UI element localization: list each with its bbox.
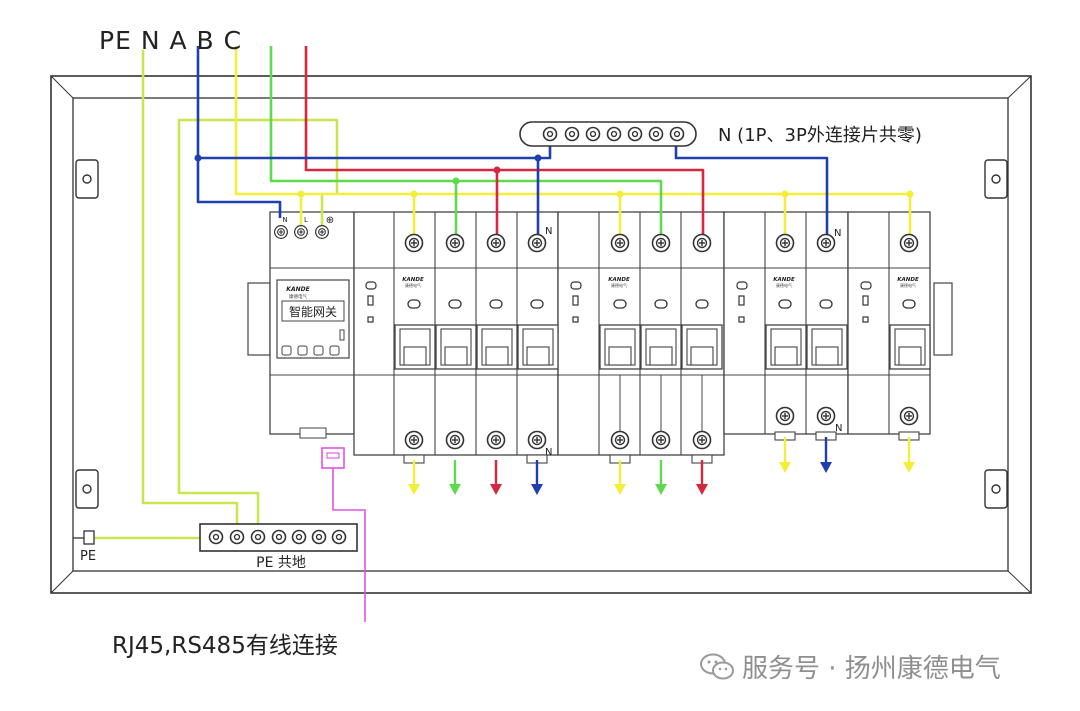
phase-labels: PE N A B C — [99, 26, 243, 55]
breaker-row: 智能网关 KANDE 康德电气 KANDE KANDE KANDE KANDE … — [269, 211, 931, 456]
gateway-screen-label: 智能网关 — [289, 304, 337, 319]
neutral-bus-bar: N (1P、3P外连接片共零) — [519, 121, 922, 147]
rj45-port — [321, 447, 345, 469]
gateway-terminals: N L ⊕ — [274, 215, 334, 239]
pe-wire — [141, 50, 239, 536]
pe-bus-bar: PE 共地 — [199, 523, 358, 571]
phase-c-wire — [304, 46, 705, 240]
rj45-label: RJ45,RS485有线连接 — [112, 633, 338, 659]
n-mark: N — [835, 423, 842, 434]
n-mark: N — [545, 226, 552, 237]
neutral-bus-label: N (1P、3P外连接片共零) — [718, 125, 922, 146]
brand-sub-label: 康德电气 — [289, 293, 307, 300]
phase-b-wire — [269, 46, 663, 240]
brand-label: KANDE — [608, 277, 630, 283]
neutral-wire — [196, 46, 282, 218]
junction-dot — [194, 154, 914, 198]
mounting-bracket — [75, 159, 1008, 509]
output-arrows — [403, 431, 920, 495]
pe-wire — [177, 118, 339, 536]
n-mark: N — [545, 447, 552, 458]
brand-sub-label: 康德电气 — [900, 282, 916, 288]
terminal-label-n: N — [282, 216, 287, 224]
brand-sub-label: 康德电气 — [776, 282, 792, 288]
brand-label: KANDE — [773, 277, 795, 283]
pe-terminal: PE — [73, 530, 96, 564]
brand-label: KANDE — [402, 277, 424, 283]
brand-sub-label: 康德电气 — [405, 282, 421, 288]
terminal-label-pe: ⊕ — [326, 215, 334, 226]
signal-wire — [332, 468, 366, 622]
brand-label: KANDE — [286, 286, 310, 293]
watermark: 服务号 · 扬州康德电气 — [700, 648, 1001, 685]
brand-label: KANDE — [897, 277, 919, 283]
wiring — [90, 46, 912, 622]
terminal-label-l: L — [304, 216, 308, 224]
n-mark: N — [834, 228, 841, 239]
wechat-icon — [700, 653, 734, 679]
pe-bus-label: PE 共地 — [256, 555, 306, 571]
smart-gateway: 智能网关 KANDE 康德电气 — [276, 279, 350, 439]
watermark-text: 服务号 · 扬州康德电气 — [742, 654, 1001, 684]
phase-a-wire — [234, 46, 912, 240]
pe-terminal-label: PE — [80, 549, 96, 564]
brand-sub-label: 康德电气 — [611, 282, 627, 288]
